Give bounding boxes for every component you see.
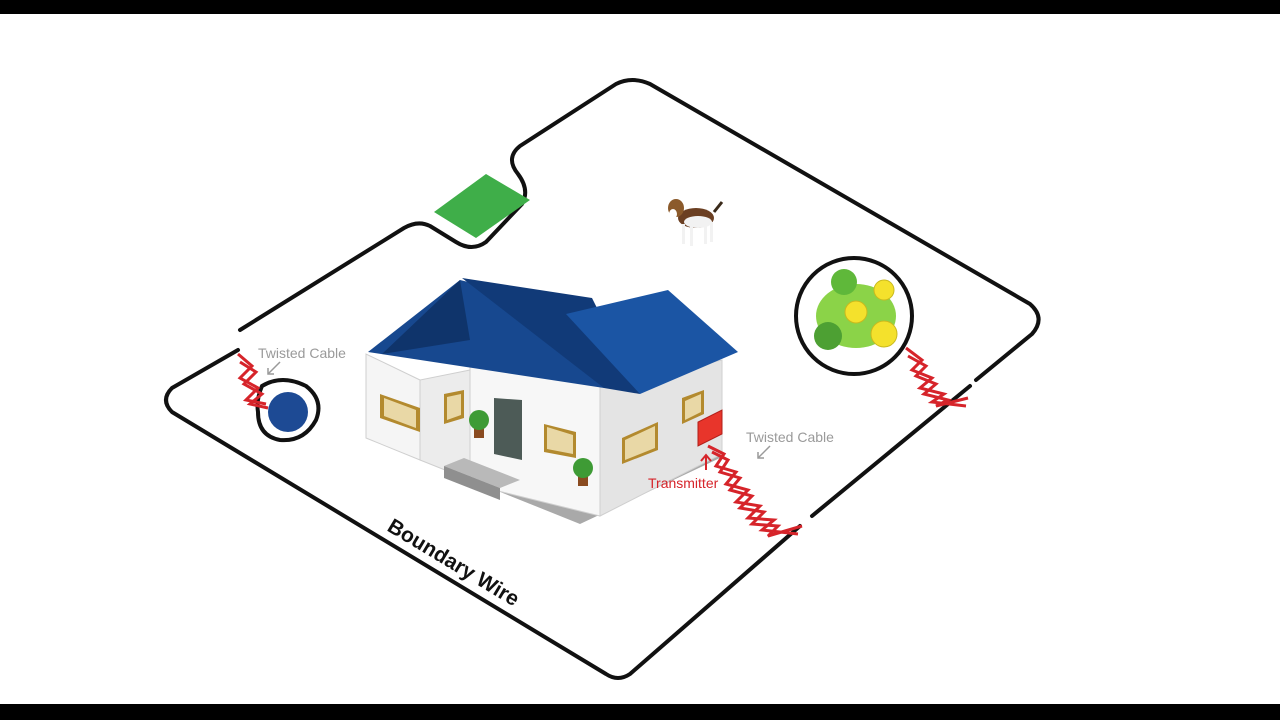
pool-icon <box>268 392 308 432</box>
window <box>544 424 576 458</box>
twisted-cable-left <box>237 352 269 410</box>
window <box>444 390 464 424</box>
window <box>622 422 658 464</box>
house <box>365 278 738 524</box>
boundary-wire-loop <box>164 78 1041 680</box>
flower-icon <box>870 320 898 348</box>
flower-icon <box>873 279 895 301</box>
potted-plant-icon <box>469 410 489 438</box>
arrow-icon <box>757 445 771 459</box>
shrub-icon <box>831 269 857 295</box>
lawn-patch <box>434 174 530 238</box>
dog-fence-diagram: Twisted Cable Twisted Cable Transmitter … <box>164 78 1041 680</box>
twisted-cable-transmitter <box>707 444 803 538</box>
transmitter-box <box>697 409 723 447</box>
window <box>380 394 420 432</box>
shrub-icon <box>814 322 842 350</box>
potted-plant-icon <box>573 458 593 486</box>
window <box>682 390 704 424</box>
twisted-cable-right-label: Twisted Cable <box>746 429 834 445</box>
twisted-cable-left-label: Twisted Cable <box>258 345 346 361</box>
arrow-icon <box>267 361 281 375</box>
garden-loop <box>794 256 914 376</box>
pool-loop <box>255 378 321 443</box>
diagram-canvas: Twisted Cable Twisted Cable Transmitter … <box>0 14 1280 704</box>
front-door <box>494 398 522 460</box>
arrow-icon <box>700 453 712 470</box>
flower-icon <box>844 300 868 324</box>
transmitter-label: Transmitter <box>648 475 719 491</box>
boundary-wire-label: Boundary Wire <box>383 515 523 612</box>
twisted-cable-garden <box>905 346 969 408</box>
beagle-dog-icon <box>668 199 724 246</box>
